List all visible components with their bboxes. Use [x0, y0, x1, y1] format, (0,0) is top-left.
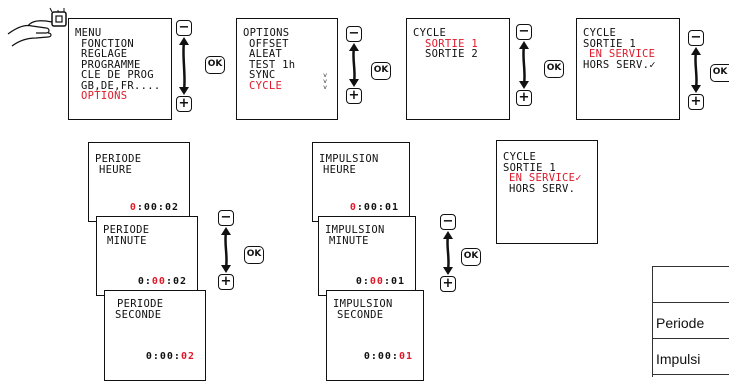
periode-minute-screen: PERIODE MINUTE 0:00:02 — [96, 216, 198, 296]
impulsion-seconde-value[interactable]: 0:00:01 — [363, 351, 413, 362]
impulsion-title: IMPULSION — [325, 224, 385, 236]
plus-button[interactable]: + — [176, 96, 192, 112]
plus-button[interactable]: + — [218, 274, 234, 290]
menu-item-reglage[interactable]: REGLAGE — [81, 48, 128, 60]
cycle-confirm-screen: CYCLE SORTIE 1 EN SERVICE✓ HORS SERV. — [496, 140, 598, 244]
plus-button[interactable]: + — [440, 276, 456, 292]
ok-button[interactable]: OK — [544, 60, 564, 78]
options-item-aleat[interactable]: ALEAT — [249, 48, 283, 60]
minus-button[interactable]: − — [516, 24, 532, 40]
menu-screen: MENU FONCTION REGLAGE PROGRAMME CLE DE P… — [68, 18, 172, 120]
ok-button[interactable]: OK — [710, 64, 729, 82]
menu-item-programme[interactable]: PROGRAMME — [81, 58, 141, 71]
up-down-arrow-icon — [349, 43, 359, 87]
minus-button[interactable]: − — [440, 214, 456, 230]
minus-button[interactable]: − — [176, 20, 192, 36]
options-item-offset[interactable]: OFFSET — [249, 37, 289, 50]
menu-item-options[interactable]: OPTIONS — [81, 90, 128, 102]
up-down-arrow-icon — [443, 231, 453, 275]
impulsion-unit-seconde: SECONDE — [337, 308, 384, 321]
cycle-subtitle-sortie-1: SORTIE 1 — [583, 37, 636, 50]
plus-button[interactable]: + — [688, 94, 704, 110]
options-item-cycle[interactable]: CYCLE — [249, 79, 283, 92]
cycle-output-screen: CYCLE SORTIE 1 SORTIE 2 — [406, 18, 510, 120]
ok-button[interactable]: OK — [205, 56, 225, 74]
options-item-sync[interactable]: SYNC — [249, 69, 276, 81]
cycle-item-sortie-1[interactable]: SORTIE 1 — [425, 37, 478, 50]
minus-button[interactable]: − — [688, 30, 704, 46]
hand-press-icon — [7, 7, 67, 47]
ok-button[interactable]: OK — [371, 62, 391, 80]
table-row: Periode — [653, 303, 729, 339]
impulsion-unit-minute: MINUTE — [329, 234, 369, 247]
menu-item-fonction[interactable]: FONCTION — [81, 37, 134, 50]
impulsion-unit-heure: HEURE — [323, 163, 357, 176]
up-down-arrow-icon — [519, 41, 529, 89]
impulsion-heure-screen: IMPULSION HEURE 0:00:01 — [312, 142, 410, 222]
cycle-item-en-service[interactable]: EN SERVICE — [589, 48, 656, 60]
up-down-arrow-icon — [179, 37, 189, 95]
plus-button[interactable]: + — [516, 90, 532, 106]
cycle-item-hors-serv[interactable]: HORS SERV.✓ — [583, 58, 656, 71]
ok-button[interactable]: OK — [461, 248, 481, 266]
periode-heure-value[interactable]: 0:00:02 — [129, 202, 179, 213]
table-row: Impulsi — [653, 339, 729, 375]
periode-title: PERIODE — [103, 224, 150, 236]
scroll-down-icon: ˅˅˅ — [323, 72, 328, 92]
table-cell-impulsion: Impulsi — [656, 351, 701, 367]
minus-button[interactable]: − — [346, 26, 362, 42]
plus-button[interactable]: + — [346, 88, 362, 104]
options-title: OPTIONS — [243, 27, 290, 39]
cycle-item-hors-serv[interactable]: HORS SERV. — [509, 182, 576, 195]
menu-item-language[interactable]: GB,DE,FR.... — [81, 79, 161, 92]
parameter-table: Periode Impulsi — [652, 266, 729, 377]
impulsion-heure-value[interactable]: 0:00:01 — [349, 202, 399, 213]
impulsion-minute-screen: IMPULSION MINUTE 0:00:01 — [318, 216, 416, 296]
options-screen: OPTIONS OFFSET ALEAT TEST 1h SYNC CYCLE … — [236, 18, 338, 120]
cycle-item-en-service-selected[interactable]: EN SERVICE✓ — [509, 172, 582, 184]
impulsion-title: IMPULSION — [333, 298, 393, 310]
up-down-arrow-icon — [221, 227, 231, 273]
cycle-subtitle-sortie-1: SORTIE 1 — [503, 161, 556, 174]
periode-heure-screen: PERIODE HEURE 0:00:02 — [88, 142, 190, 222]
menu-title: MENU — [75, 27, 102, 39]
periode-seconde-value[interactable]: 0:00:02 — [145, 351, 195, 362]
up-down-arrow-icon — [691, 47, 701, 93]
menu-item-cle-de-prog[interactable]: CLE DE PROG — [81, 69, 154, 81]
cycle-title: CYCLE — [583, 27, 617, 39]
periode-title: PERIODE — [117, 298, 164, 310]
periode-seconde-screen: PERIODE SECONDE 0:00:02 — [104, 290, 206, 381]
ok-button[interactable]: OK — [244, 246, 264, 264]
impulsion-title: IMPULSION — [319, 153, 379, 165]
table-cell-periode: Periode — [656, 315, 705, 331]
cycle-state-screen: CYCLE SORTIE 1 EN SERVICE HORS SERV.✓ — [576, 18, 680, 120]
periode-unit-seconde: SECONDE — [115, 308, 162, 321]
cycle-item-sortie-2[interactable]: SORTIE 2 — [425, 48, 478, 60]
options-item-test[interactable]: TEST 1h — [249, 58, 296, 71]
impulsion-seconde-screen: IMPULSION SECONDE 0:00:01 — [326, 290, 424, 381]
minus-button[interactable]: − — [218, 210, 234, 226]
impulsion-minute-value[interactable]: 0:00:01 — [355, 276, 405, 287]
periode-unit-heure: HEURE — [99, 163, 133, 176]
cycle-title: CYCLE — [503, 151, 537, 163]
table-header-row — [653, 267, 729, 303]
periode-title: PERIODE — [95, 153, 142, 165]
cycle-title: CYCLE — [413, 27, 447, 39]
periode-minute-value[interactable]: 0:00:02 — [137, 276, 187, 287]
periode-unit-minute: MINUTE — [107, 234, 147, 247]
